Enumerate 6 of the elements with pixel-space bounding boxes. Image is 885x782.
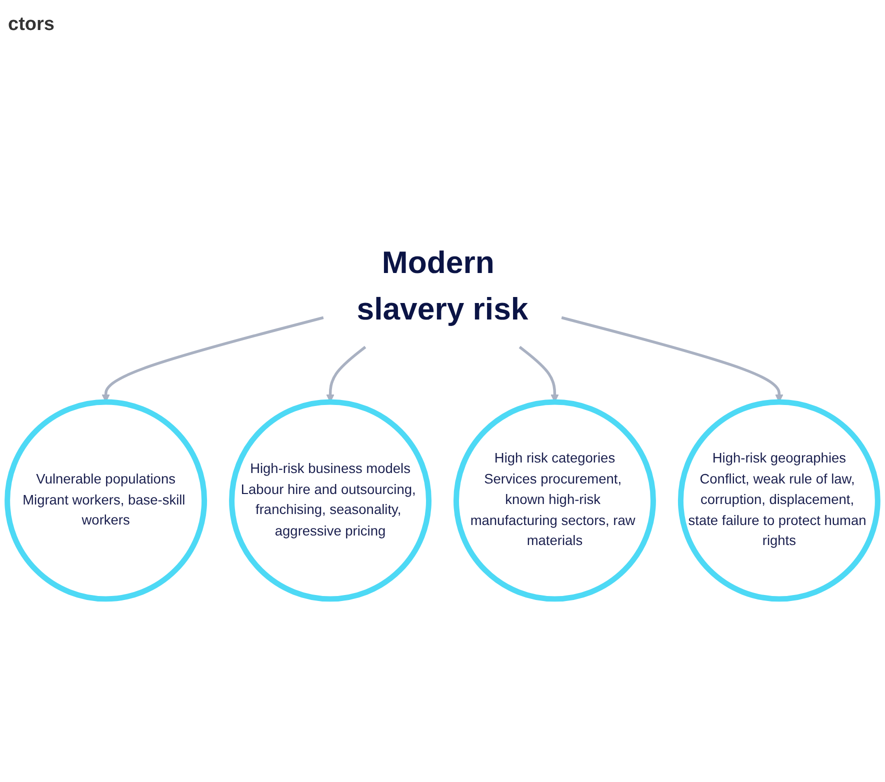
node-text: Modern slavery risk — [356, 245, 528, 327]
title: ctors — [8, 14, 54, 36]
node-circle: High risk categories Services procurement, known high-risk manufacturing sectors, raw materials — [454, 399, 656, 602]
node-circle: High-risk business models Labour hire and outsourcing, franchising, seasonality, aggressive pricing — [229, 399, 432, 602]
node-circle: Vulnerable populations Migrant workers, base-skill workers — [4, 399, 208, 602]
node-circle: High-risk geographies Conflict, weak rule of law, corruption, displacement, state failure to protect human rights — [678, 399, 880, 602]
